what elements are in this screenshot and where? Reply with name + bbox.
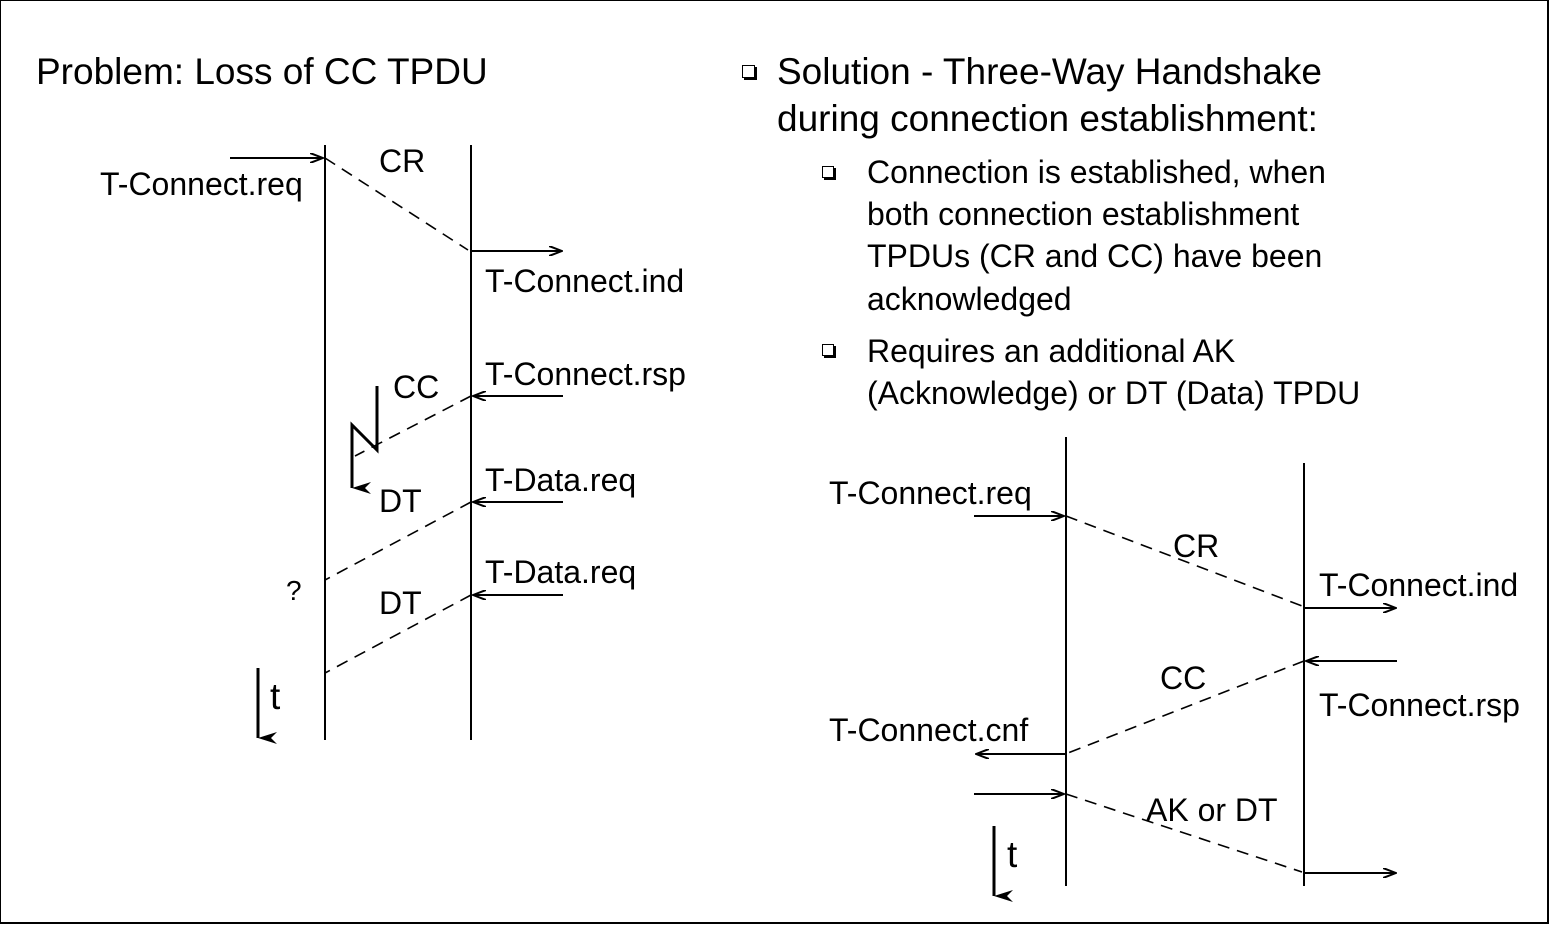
left-label-dt-1: DT bbox=[379, 483, 422, 519]
right-cc-message bbox=[1067, 660, 1305, 754]
bullet-2-line-1: Requires an additional AK bbox=[867, 333, 1236, 369]
bullet-2-line-2: (Acknowledge) or DT (Data) TPDU bbox=[867, 375, 1361, 411]
right-label-connect-ind: T-Connect.ind bbox=[1319, 567, 1519, 603]
bullet-1-line-1: Connection is established, when bbox=[867, 154, 1326, 190]
left-dt-message-1 bbox=[324, 501, 472, 581]
right-label-connect-req: T-Connect.req bbox=[829, 475, 1032, 511]
solution-heading-line1: Solution - Three-Way Handshake bbox=[777, 51, 1322, 92]
right-label-connect-cnf: T-Connect.cnf bbox=[829, 712, 1029, 748]
left-cr-message bbox=[324, 157, 469, 251]
bullet-1-line-3: TPDUs (CR and CC) have been bbox=[867, 238, 1323, 274]
right-label-time: t bbox=[1007, 834, 1018, 875]
bullet-square-icon bbox=[822, 166, 834, 178]
left-label-data-req-1: T-Data.req bbox=[485, 462, 637, 498]
left-label-connect-rsp: T-Connect.rsp bbox=[485, 356, 686, 392]
right-label-cc: CC bbox=[1160, 660, 1207, 696]
left-label-cr: CR bbox=[379, 143, 426, 179]
left-label-connect-req: T-Connect.req bbox=[100, 166, 303, 202]
right-label-connect-rsp: T-Connect.rsp bbox=[1319, 687, 1520, 723]
loss-lightning-icon bbox=[350, 386, 379, 494]
bullet-square-icon bbox=[822, 344, 834, 356]
left-label-time: t bbox=[270, 676, 281, 717]
right-label-ak-or-dt: AK or DT bbox=[1146, 792, 1278, 828]
left-label-cc: CC bbox=[393, 369, 440, 405]
left-label-connect-ind: T-Connect.ind bbox=[485, 263, 685, 299]
solution-heading-line2: during connection establishment: bbox=[777, 98, 1318, 139]
bullet-1-line-4: acknowledged bbox=[867, 281, 1072, 317]
left-dt-message-2 bbox=[324, 594, 472, 674]
bullet-1-line-2: both connection establishment bbox=[867, 196, 1300, 232]
left-label-question: ? bbox=[286, 575, 302, 606]
left-label-data-req-2: T-Data.req bbox=[485, 554, 637, 590]
left-label-dt-2: DT bbox=[379, 585, 422, 621]
problem-title: Problem: Loss of CC TPDU bbox=[36, 51, 488, 92]
right-label-cr: CR bbox=[1173, 528, 1220, 564]
right-ak-dt-message bbox=[1065, 793, 1303, 873]
bullet-square-icon bbox=[742, 65, 755, 78]
right-cr-message bbox=[1065, 515, 1303, 607]
